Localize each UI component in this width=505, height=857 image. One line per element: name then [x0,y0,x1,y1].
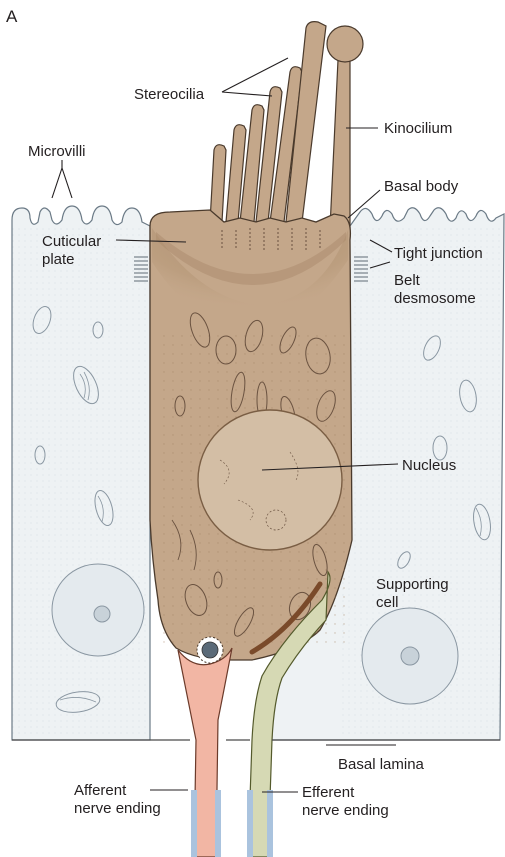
label-nucleus: Nucleus [402,457,456,474]
label-microvilli: Microvilli [28,143,86,160]
panel-letter: A [6,7,18,26]
label-kinocilium: Kinocilium [384,120,452,137]
label-afferent-line1: Afferent [74,782,127,799]
stereocilia-bundle [210,22,326,222]
label-cuticular-plate-line2: plate [42,251,75,268]
label-cuticular-plate-line1: Cuticular [42,233,101,250]
label-afferent-line2: nerve ending [74,800,161,817]
kinocilium [327,26,363,228]
label-stereocilia: Stereocilia [134,86,205,103]
label-belt-desmosome-line1: Belt [394,272,421,289]
afferent-nerve-ending [178,648,232,857]
label-efferent-line2: nerve ending [302,802,389,819]
label-supporting-cell-line2: cell [376,594,399,611]
label-belt-desmosome-line2: desmosome [394,290,476,307]
label-basal-body: Basal body [384,178,459,195]
label-efferent-line1: Efferent [302,784,355,801]
label-supporting-cell-line1: Supporting [376,576,449,593]
label-basal-lamina: Basal lamina [338,756,425,773]
label-tight-junction: Tight junction [394,245,483,262]
left-supporting-cell [12,206,150,740]
hair-cell [150,210,352,663]
